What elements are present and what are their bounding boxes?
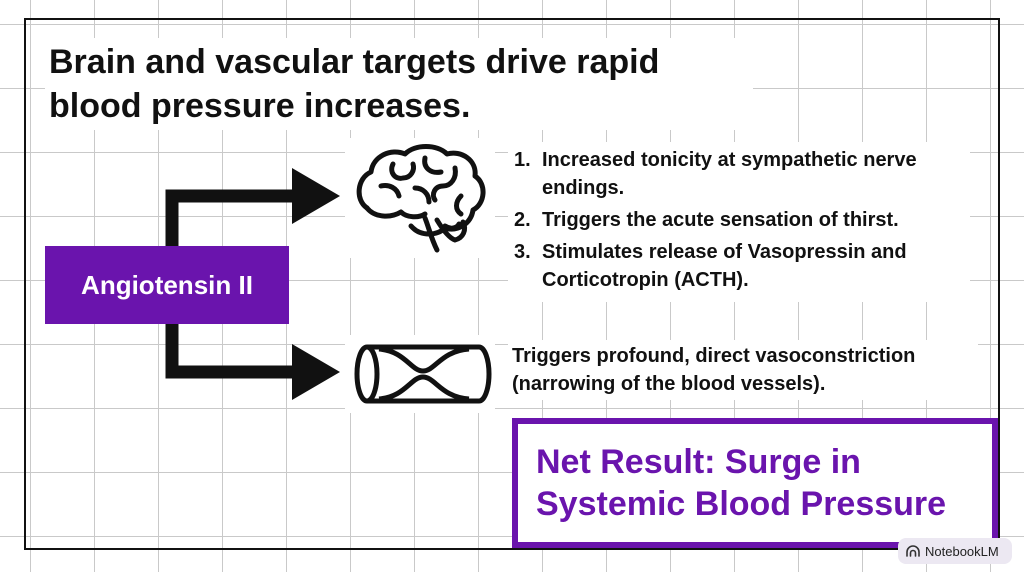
list-number: 2.: [514, 209, 531, 231]
diagram-frame: [24, 18, 1000, 550]
net-result-box: Net Result: Surge in Systemic Blood Pres…: [512, 418, 998, 548]
vessel-effect-text: Triggers profound, direct vasoconstricti…: [508, 340, 978, 400]
brain-icon: [345, 138, 495, 258]
angiotensin-ii-box: Angiotensin II: [45, 246, 289, 324]
watermark-label: NotebookLM: [925, 543, 999, 559]
list-item: 2. Triggers the acute sensation of thirst…: [514, 206, 964, 234]
net-result-text: Net Result: Surge in Systemic Blood Pres…: [536, 441, 946, 525]
source-label: Angiotensin II: [81, 269, 253, 300]
list-number: 3.: [514, 241, 531, 263]
list-text: Stimulates release of Vasopressin and Co…: [542, 241, 907, 291]
list-number: 1.: [514, 149, 531, 171]
notebooklm-logo-icon: [906, 545, 920, 557]
list-item: 1. Increased tonicity at sympathetic nerv…: [514, 146, 964, 202]
notebooklm-watermark: NotebookLM: [898, 538, 1012, 564]
brain-effects-list: 1. Increased tonicity at sympathetic nerv…: [508, 142, 970, 302]
page-title: Brain and vascular targets drive rapid b…: [45, 38, 753, 130]
net-result-line-2: Systemic Blood Pressure: [536, 485, 947, 523]
list-text: Triggers the acute sensation of thirst.: [542, 209, 899, 231]
list-item: 3. Stimulates release of Vasopressin and …: [514, 238, 964, 294]
net-result-line-1: Net Result: Surge in: [536, 443, 861, 481]
list-text: Increased tonicity at sympathetic nerve …: [542, 149, 917, 199]
blood-vessel-icon: [345, 335, 495, 413]
